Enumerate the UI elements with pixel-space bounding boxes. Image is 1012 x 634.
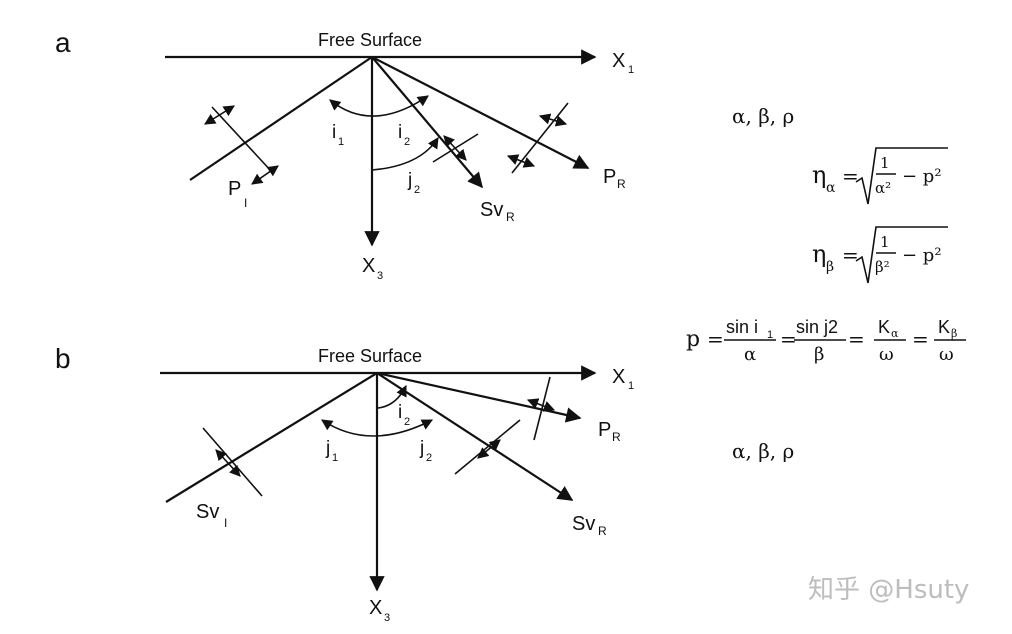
panel-a-angle-j2-sub: 2	[414, 184, 420, 196]
panel-a-reflected-sv-label: Sv	[480, 199, 503, 221]
eta-beta-equals: =	[842, 243, 859, 267]
panel-a-reflected-p-sub: R	[617, 177, 626, 191]
panel-b-angle-j1-sub: 1	[332, 452, 338, 464]
panel-b-incident-ray	[165, 372, 378, 503]
snell-num1-sub: 1	[767, 329, 773, 341]
panel-b-x1-label: X	[612, 366, 625, 388]
params-top: α, β, ρ	[732, 104, 794, 128]
panel-b-x3-sub: 3	[384, 612, 390, 624]
panel-b: b Free Surface X 1 X 3 Sv I P R Sv R j 1…	[55, 343, 634, 624]
snell-num1: sin i	[726, 317, 758, 337]
snell-num3: K	[878, 317, 890, 337]
eta-beta-minus-p2: − p²	[902, 245, 942, 266]
eta-beta-den: β²	[875, 258, 890, 276]
panel-b-angle-j2-sub: 2	[426, 452, 432, 464]
panel-a-reflected-p-ray	[371, 56, 590, 169]
snell-num4: K	[938, 317, 950, 337]
panel-b-incident-wavefront	[202, 427, 263, 497]
panel-a-angle-j2: j	[407, 170, 412, 191]
watermark: 知乎 @Hsuty	[808, 575, 969, 605]
eta-alpha-equals: =	[842, 164, 859, 188]
snell-num2: sin j2	[796, 317, 838, 337]
panel-b-letter: b	[55, 343, 71, 374]
panel-b-incident-sub: I	[224, 516, 227, 530]
panel-a-reflected-p-label: P	[603, 166, 616, 188]
panel-a-reflected-p-polarization	[506, 154, 536, 168]
panel-a-reflected-p-wavefront	[511, 102, 569, 174]
panel-b-reflected-sv-ray	[376, 372, 574, 501]
panel-a-incident-polarization-bottom	[251, 165, 279, 185]
panel-b-x3-label: X	[369, 597, 382, 619]
snell-p: p	[686, 327, 700, 352]
panel-a-reflected-p-polarization-top	[538, 113, 568, 127]
panel-a-angle-i1-sub: 1	[338, 136, 344, 148]
panel-b-reflected-p-sub: R	[612, 430, 621, 444]
panel-b-incident-label: Sv	[196, 501, 219, 523]
panel-a-x3-label: X	[362, 255, 375, 277]
snell-num4-sub: β	[951, 327, 957, 340]
panel-b-angle-j1: j	[325, 438, 330, 459]
eta-alpha-sub: α	[826, 180, 836, 196]
panel-b-reflected-sv-label: Sv	[572, 513, 595, 535]
eta-alpha-num: 1	[880, 154, 890, 172]
snell-eq-4: =	[912, 327, 929, 351]
snell-eq-2: =	[780, 327, 797, 351]
panel-a-angle-i2-sub: 2	[404, 136, 410, 148]
panel-a-incident-polarization-top	[204, 105, 235, 125]
panel-b-reflected-p-polarization	[526, 398, 556, 412]
panel-b-reflected-sv-sub: R	[598, 524, 607, 538]
eta-alpha-symbol: η	[812, 161, 826, 189]
params-bottom: α, β, ρ	[732, 439, 794, 463]
panel-a-angle-i2: i	[398, 122, 402, 143]
panel-a-incident-ray	[189, 56, 373, 181]
panel-a-angle-i1: i	[332, 122, 336, 143]
panel-a-x3-sub: 3	[377, 270, 383, 282]
eta-beta-symbol: η	[812, 240, 826, 268]
panel-a-letter: a	[55, 27, 71, 58]
snell-den3: ω	[879, 344, 894, 365]
panel-b-x1-sub: 1	[628, 380, 634, 392]
eta-beta-sqrt	[855, 226, 948, 284]
panel-a: a Free Surface X 1 X 3 P I P R Sv R i	[55, 27, 634, 282]
snell-eq-3: =	[848, 327, 865, 351]
panel-b-incident-polarization	[215, 449, 241, 477]
panel-a-surface-label: Free Surface	[318, 30, 422, 50]
eta-alpha-den: α²	[875, 179, 891, 197]
panel-a-reflected-sv-polarization	[443, 135, 467, 161]
eta-beta-sub: β	[826, 259, 834, 275]
snell-den4: ω	[939, 344, 954, 365]
panel-a-reflected-sv-sub: R	[506, 210, 515, 224]
panel-a-incident-sub: I	[244, 196, 247, 210]
panel-a-angle-arc-j2	[371, 137, 439, 171]
panel-b-angle-j2: j	[419, 438, 424, 459]
panel-a-reflected-sv-ray	[371, 56, 483, 189]
panel-b-reflected-sv-polarization	[477, 439, 501, 459]
snell-eq-1: =	[707, 327, 724, 351]
panel-b-reflected-p-label: P	[598, 419, 611, 441]
equations: α, β, ρ η α = 1 α² − p² η β = 1 β² − p² …	[686, 104, 966, 463]
eta-beta-num: 1	[880, 233, 890, 251]
panel-a-angle-arc-i	[329, 95, 429, 117]
snell-den2: β	[814, 344, 824, 365]
panel-b-angle-arc-i2	[377, 384, 407, 409]
panel-b-angle-i2-sub: 2	[404, 416, 410, 428]
panel-a-incident-wavefront	[211, 106, 273, 173]
eta-alpha-minus-p2: − p²	[902, 166, 942, 187]
eta-alpha-sqrt	[855, 147, 948, 205]
panel-b-surface-label: Free Surface	[318, 346, 422, 366]
panel-a-incident-label: P	[228, 178, 241, 200]
panel-b-reflected-sv-wavefront	[454, 419, 521, 475]
panel-b-angle-arc-j	[321, 419, 433, 437]
snell-den1: α	[744, 344, 756, 365]
snell-num3-sub: α	[891, 327, 899, 340]
panel-a-x1-label: X	[612, 50, 625, 72]
panel-a-x1-sub: 1	[628, 64, 634, 76]
panel-b-angle-i2: i	[398, 402, 402, 423]
